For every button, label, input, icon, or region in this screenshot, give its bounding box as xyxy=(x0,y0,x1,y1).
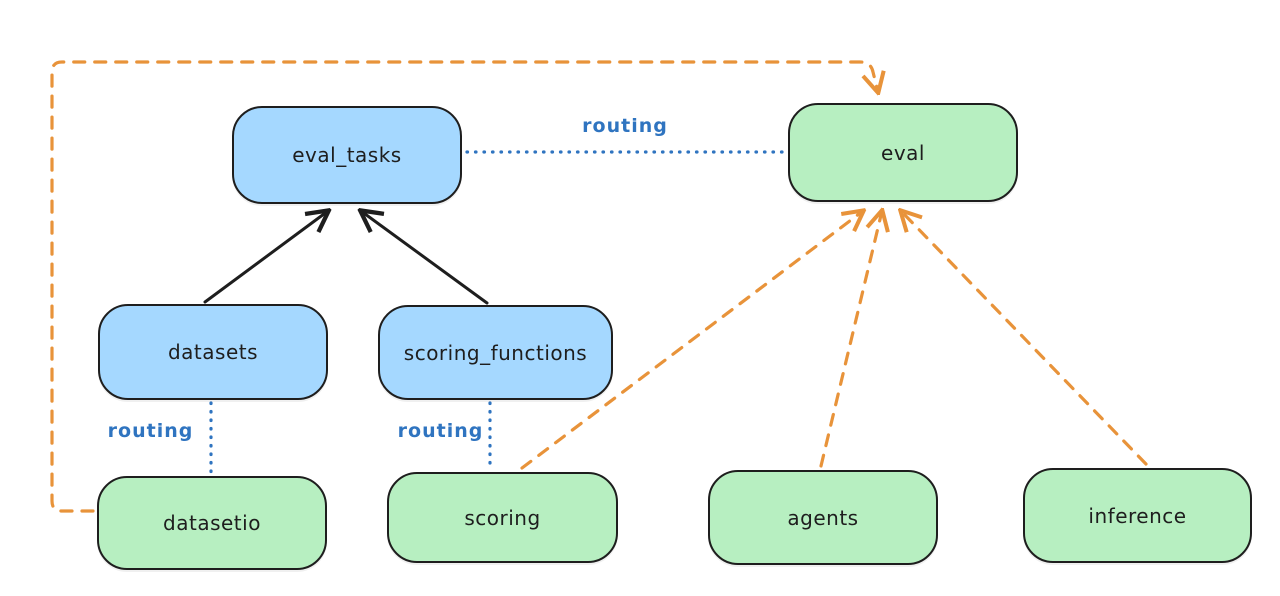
node-eval-tasks-label: eval_tasks xyxy=(292,143,402,167)
edge-scoring_functions-to-eval_tasks-arrow xyxy=(361,211,489,305)
edge-label-routing-eval-tasks-eval: routing xyxy=(582,115,668,137)
node-eval[interactable]: eval xyxy=(788,103,1018,202)
node-datasets[interactable]: datasets xyxy=(98,304,328,400)
node-scoring-functions-label: scoring_functions xyxy=(403,340,588,365)
node-agents[interactable]: agents xyxy=(708,470,938,565)
edge-scoring-to-eval-arrow xyxy=(520,211,863,470)
node-scoring-label: scoring xyxy=(464,505,541,530)
node-datasetio-label: datasetio xyxy=(163,511,261,535)
node-agents-label: agents xyxy=(787,505,859,530)
node-eval-label: eval xyxy=(881,140,925,165)
node-scoring[interactable]: scoring xyxy=(387,472,618,563)
edge-datasets-to-eval_tasks-arrow xyxy=(203,211,328,304)
edge-label-routing-datasets-datasetio: routing xyxy=(107,420,194,442)
edge-inference-to-eval-arrow xyxy=(901,211,1148,466)
edge-datasetio-to-eval-arrow xyxy=(50,60,878,513)
node-inference[interactable]: inference xyxy=(1023,468,1252,563)
node-eval-tasks[interactable]: eval_tasks xyxy=(232,106,462,204)
edge-label-routing-scoring-functions-scoring: routing xyxy=(397,420,484,442)
edge-agents-to-eval-arrow xyxy=(819,211,882,468)
node-datasetio[interactable]: datasetio xyxy=(97,476,327,570)
node-inference-label: inference xyxy=(1088,503,1187,528)
node-scoring-functions[interactable]: scoring_functions xyxy=(378,305,613,400)
node-datasets-label: datasets xyxy=(167,340,259,364)
